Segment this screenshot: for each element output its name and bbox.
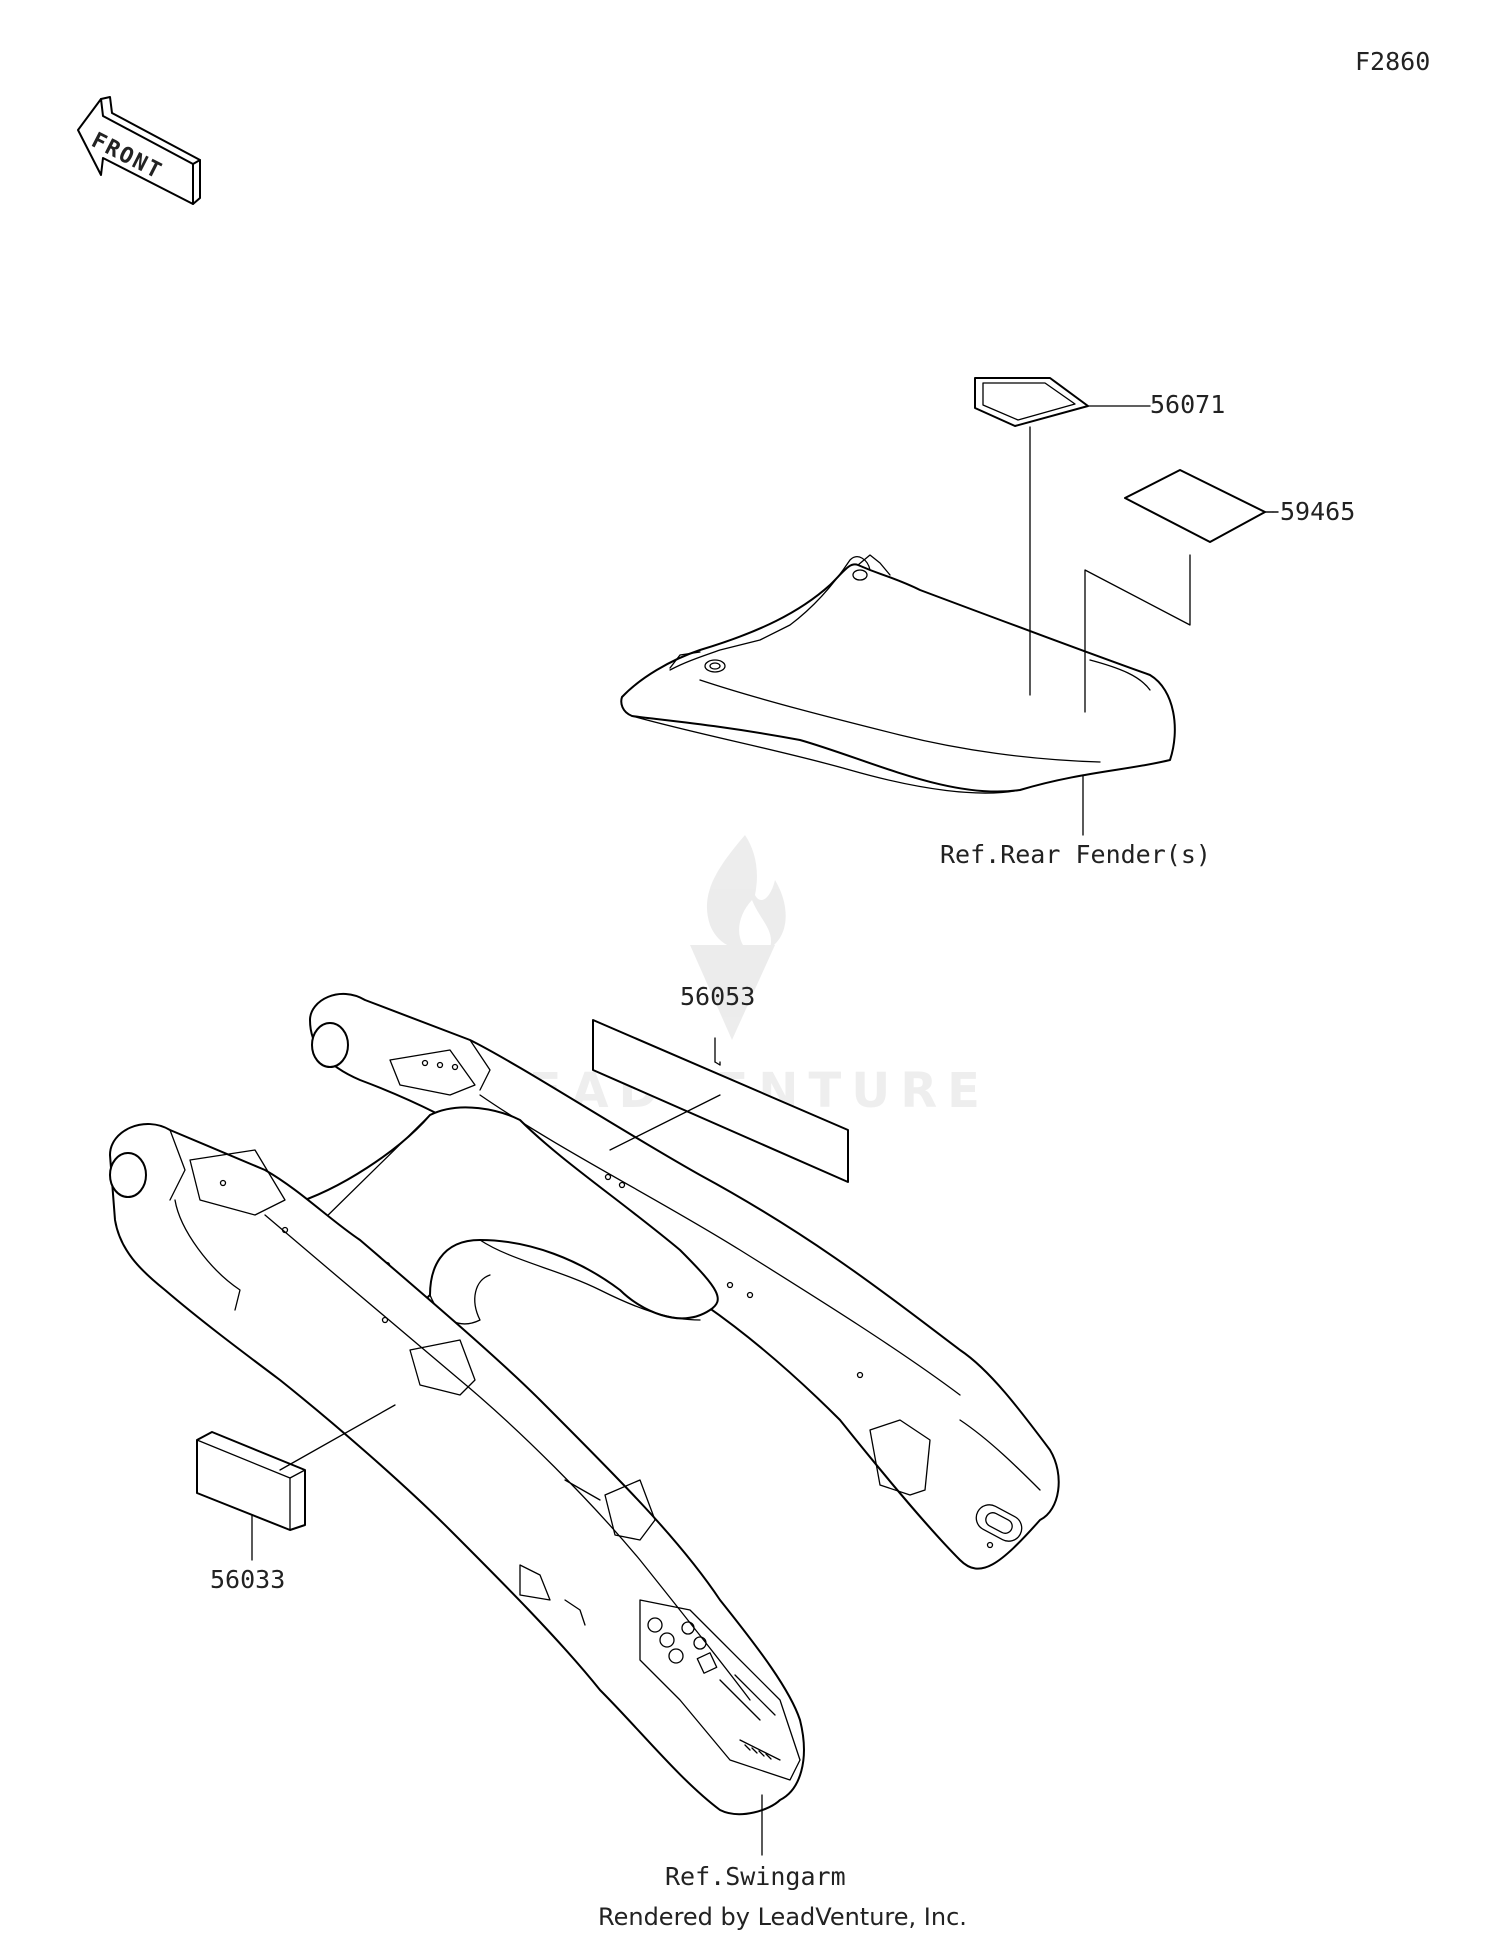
rear-fender-drawing	[620, 554, 1176, 794]
swingarm-drawing	[109, 992, 1060, 1816]
diagram-id: F2860	[1355, 47, 1430, 76]
callout-56053: 56053	[680, 982, 755, 1011]
callout-56071: 56071	[1150, 390, 1225, 419]
label-59465	[1084, 469, 1279, 713]
label-56053	[592, 1019, 849, 1183]
ref-swingarm: Ref.Swingarm	[665, 1862, 846, 1891]
leadventure-logo-icon	[690, 835, 786, 1040]
ref-rear-fender: Ref.Rear Fender(s)	[940, 840, 1211, 869]
callout-56033: 56033	[210, 1565, 285, 1594]
callout-59465: 59465	[1280, 497, 1355, 526]
label-56033	[196, 1404, 396, 1561]
footer-credit: Rendered by LeadVenture, Inc.	[598, 1903, 967, 1931]
front-arrow-icon: FRONT	[77, 96, 201, 205]
label-56071	[974, 377, 1151, 696]
